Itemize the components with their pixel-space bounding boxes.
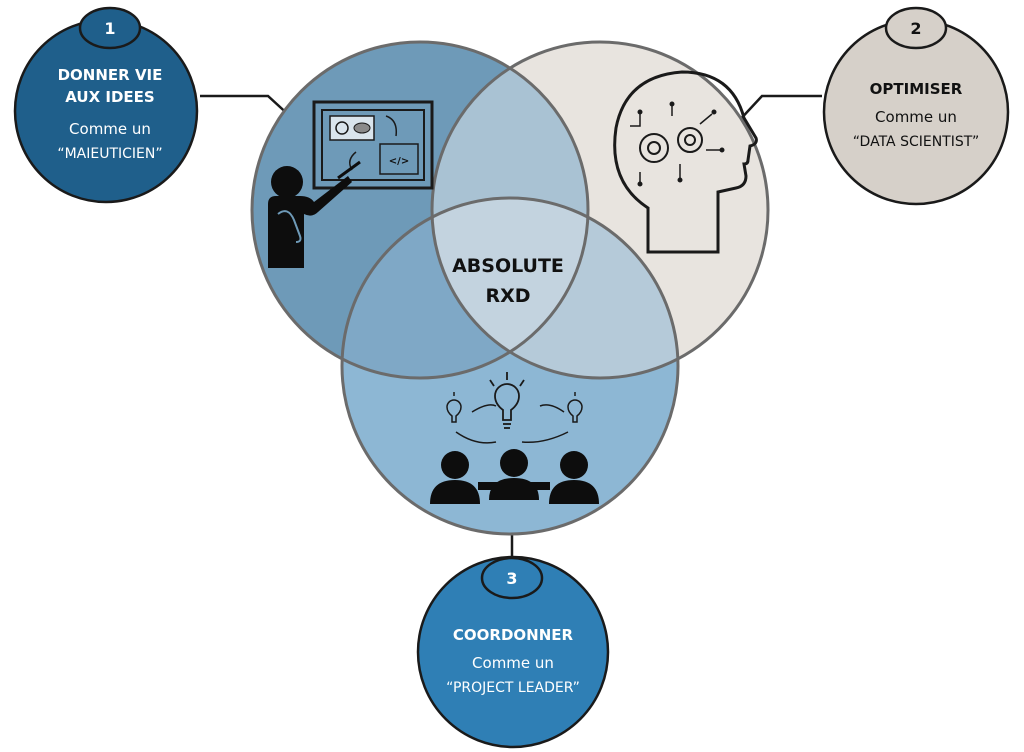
node-3-role: “PROJECT LEADER” (446, 680, 580, 696)
node-1: 1 DONNER VIE AUX IDEES Comme un “MAIEUTI… (13, 6, 199, 204)
node-1-title-line2: AUX IDEES (65, 88, 154, 106)
lightbulb-icon (489, 372, 525, 429)
code-icon: </> (389, 156, 409, 167)
circle-1-outline (250, 40, 590, 380)
team-ideas-icon (430, 372, 599, 504)
node-3-subtitle: Comme un (472, 654, 554, 672)
small-lightbulb-left-icon (446, 392, 462, 423)
node-3-number: 3 (506, 569, 517, 588)
node-3-badge (480, 556, 544, 600)
connector-line-2 (735, 94, 822, 125)
people-icon (430, 449, 599, 504)
connector-line-1 (200, 94, 293, 119)
center-label-line2: RXD (485, 285, 530, 307)
center-label-line1: ABSOLUTE (452, 255, 564, 277)
node-2: 2 OPTIMISER Comme un “DATA SCIENTIST” (822, 6, 1010, 206)
circle-2-outline (430, 40, 770, 380)
node-3-title-line1: COORDONNER (453, 626, 574, 644)
node-2-subtitle: Comme un (875, 108, 957, 126)
node-1-subtitle: Comme un (69, 120, 151, 138)
node-2-number: 2 (910, 19, 921, 38)
brain-gears-icon (613, 70, 758, 254)
node-1-role: “MAIEUTICIEN” (57, 146, 162, 162)
node-1-title-line1: DONNER VIE (58, 66, 163, 84)
node-1-badge (78, 6, 142, 50)
node-1-number: 1 (104, 19, 115, 38)
node-2-badge (884, 6, 948, 50)
presenter-icon: </> (268, 100, 434, 268)
node-2-role: “DATA SCIENTIST” (853, 134, 980, 150)
circle-3-outline (340, 196, 680, 536)
node-3: 3 COORDONNER Comme un “PROJECT LEADER” (416, 555, 610, 749)
small-lightbulb-right-icon (567, 392, 583, 423)
node-2-title-line1: OPTIMISER (870, 80, 963, 98)
